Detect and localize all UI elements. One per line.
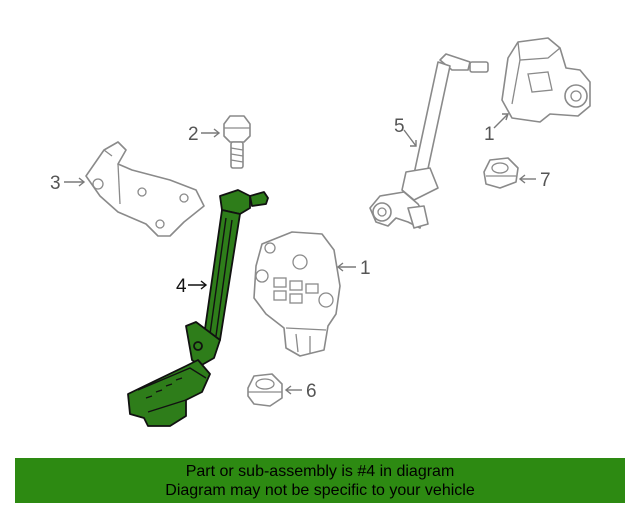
callout-2: 2 xyxy=(188,124,221,145)
callout-label-2: 2 xyxy=(188,124,199,145)
part-5-link-rod xyxy=(369,53,489,229)
callout-1-upper: 1 xyxy=(484,113,509,145)
callout-7: 7 xyxy=(518,170,551,191)
part-1-sensor-upper xyxy=(501,37,591,123)
part-2-bolt xyxy=(223,115,251,169)
parts-diagram: 1 5 7 2 xyxy=(50,37,591,427)
callout-label-5: 5 xyxy=(394,116,405,137)
part-6-nut xyxy=(247,373,283,407)
callout-5: 5 xyxy=(394,116,417,147)
part-4-sensor-link-highlighted xyxy=(127,189,269,427)
part-1-sensor-lower xyxy=(253,231,341,357)
callout-label-3: 3 xyxy=(50,173,61,194)
callout-label-7: 7 xyxy=(540,170,551,191)
callout-4: 4 xyxy=(176,276,208,297)
callout-6: 6 xyxy=(284,381,317,402)
callout-3: 3 xyxy=(50,173,86,194)
part-3-bracket xyxy=(85,141,205,237)
banner-line-1: Part or sub-assembly is #4 in diagram xyxy=(185,462,455,480)
banner-line-2: Diagram may not be specific to your vehi… xyxy=(165,481,475,499)
part-7-nut xyxy=(483,157,519,189)
callout-label-1-upper: 1 xyxy=(484,124,495,145)
callout-label-6: 6 xyxy=(306,381,317,402)
callout-label-1-lower: 1 xyxy=(360,258,371,279)
info-banner: Part or sub-assembly is #4 in diagram Di… xyxy=(15,458,625,503)
callout-label-4: 4 xyxy=(176,276,187,297)
callout-1-lower: 1 xyxy=(336,258,371,279)
